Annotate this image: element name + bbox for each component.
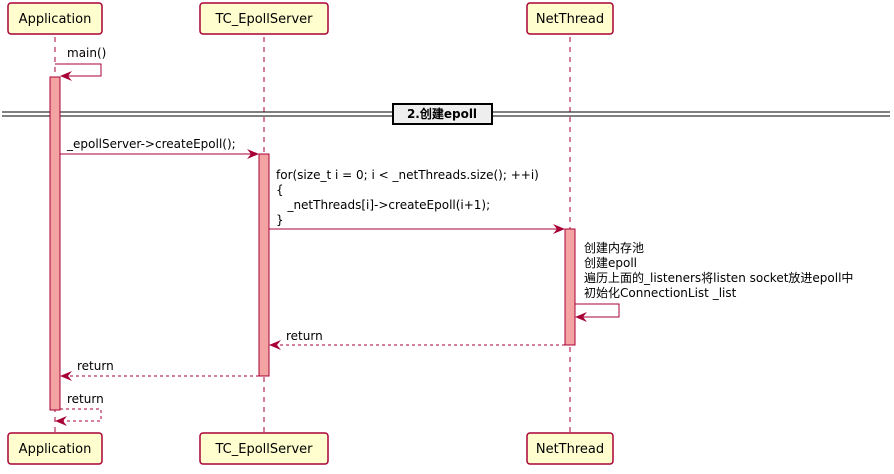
section-divider: 2.创建epoll bbox=[2, 103, 890, 125]
netthread-line-1: 创建内存池 bbox=[584, 241, 644, 255]
participant-netthread-top: NetThread bbox=[526, 2, 614, 35]
svg-text:TC_EpollServer: TC_EpollServer bbox=[214, 442, 313, 457]
participant-server-top: TC_EpollServer bbox=[199, 2, 329, 35]
message-loop-line-1: for(size_t i = 0; i < _netThreads.size()… bbox=[276, 168, 539, 182]
message-loop-line-3: _netThreads[i]->createEpoll(i+1); bbox=[276, 198, 490, 212]
message-return-server: return bbox=[269, 329, 565, 350]
netthread-line-4: 初始化ConnectionList _list bbox=[584, 286, 737, 300]
participant-netthread-bottom: NetThread bbox=[526, 432, 614, 465]
message-loop-line-4: } bbox=[276, 213, 284, 227]
netthread-line-2: 创建epoll bbox=[584, 256, 637, 270]
activation-application bbox=[49, 76, 61, 411]
message-loop: for(size_t i = 0; i < _netThreads.size()… bbox=[269, 168, 565, 234]
message-netthread-self: 创建内存池 创建epoll 遍历上面的_listeners将listen soc… bbox=[575, 241, 853, 322]
message-main-label: main() bbox=[67, 46, 106, 60]
netthread-line-3: 遍历上面的_listeners将listen socket放进epoll中 bbox=[584, 270, 853, 285]
message-create-epoll: _epollServer->createEpoll(); bbox=[60, 137, 259, 159]
participant-server-bottom: TC_EpollServer bbox=[199, 432, 329, 465]
message-self-return: return bbox=[55, 392, 104, 426]
svg-text:TC_EpollServer: TC_EpollServer bbox=[214, 12, 313, 27]
section-title-box bbox=[392, 103, 493, 125]
section-title: 2.创建epoll bbox=[407, 106, 477, 121]
svg-text:NetThread: NetThread bbox=[536, 12, 604, 27]
svg-text:Application: Application bbox=[19, 12, 92, 27]
participant-application-bottom: Application bbox=[7, 432, 103, 465]
message-return-app: return bbox=[60, 359, 259, 381]
message-create-epoll-label: _epollServer->createEpoll(); bbox=[66, 137, 236, 151]
activation-netthread bbox=[564, 228, 576, 346]
svg-text:NetThread: NetThread bbox=[536, 442, 604, 457]
return-app-label: return bbox=[77, 359, 114, 373]
message-main: main() bbox=[55, 46, 106, 81]
svg-text:Application: Application bbox=[19, 442, 92, 457]
message-loop-line-2: { bbox=[276, 183, 284, 197]
return-server-label: return bbox=[286, 329, 323, 343]
activation-server bbox=[258, 153, 270, 377]
participant-application-top: Application bbox=[7, 2, 103, 35]
self-return-label: return bbox=[67, 392, 104, 406]
